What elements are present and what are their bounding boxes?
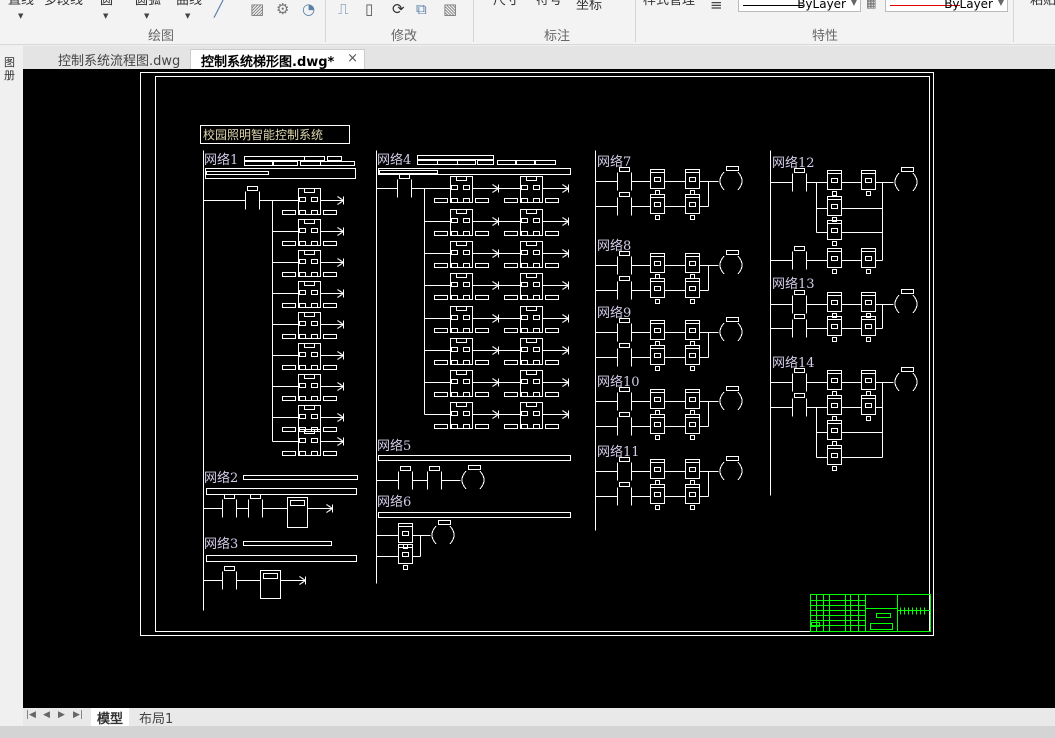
tab-flowchart[interactable]: 控制系统流程图.dwg [48,49,190,69]
copy-icon[interactable]: ⧉ [416,0,427,18]
divider [325,0,326,42]
arc-button[interactable]: 圆弧 [135,0,162,8]
tab-ladder[interactable]: 控制系统梯形图.dwg* × [190,49,365,70]
status-bar [0,726,1055,738]
linetype-value: ByLayer [797,0,846,11]
group-properties: 特性 [812,29,839,44]
drawing-canvas[interactable] [23,69,1055,708]
chevron-down-icon[interactable]: ▼ [144,12,150,20]
style-manager-button[interactable]: 样式管理 [643,0,696,8]
divider [473,0,474,42]
polyline-button[interactable]: 多段线 [44,0,84,8]
curve-button[interactable]: 曲线 [176,0,203,8]
ribbon: 直线 多段线 圆 圆弧 曲线 ▼ ▼ ▼ ▼ ╱ ▨ ⚙ ◔ ⎍ ▯ ⟳ ⧉ ▧… [0,0,1055,45]
tab-label: 控制系统流程图.dwg [58,54,181,69]
document-tab-bar: 控制系统流程图.dwg 控制系统梯形图.dwg* × [0,46,1055,70]
dimension-button[interactable]: 尺寸 [493,0,520,8]
stretch-icon[interactable]: ▯ [365,0,374,18]
color-value: ByLayer [944,0,993,11]
chevron-down-icon[interactable]: ▼ [18,12,24,20]
chevron-down-icon: ▼ [850,0,857,7]
chevron-down-icon[interactable]: ▼ [185,12,191,20]
hatch-icon[interactable]: ▨ [250,0,265,18]
region-icon[interactable]: ◔ [302,0,316,18]
color-icon[interactable]: ▦ [866,0,877,10]
color-select[interactable]: ByLayer ▼ [885,0,1008,12]
offset-icon[interactable]: ⎍ [338,0,349,18]
coordinate-button[interactable]: 坐标 [576,0,603,13]
drawing-book-button[interactable]: 图册 [4,56,15,82]
group-modify: 修改 [391,29,418,44]
group-annotate: 标注 [544,29,571,44]
close-icon[interactable]: × [347,51,358,66]
rotate-icon[interactable]: ⟳ [392,0,405,18]
last-icon[interactable]: ▶| [73,710,83,720]
layout-tab-bar: |◀ ◀ ▶ ▶| 模型 布局1 [23,708,1055,727]
paste-button[interactable]: 粘贴 [1030,0,1055,8]
line-tool-icon[interactable]: ╱ [214,0,224,18]
tab-label: 控制系统梯形图.dwg* [201,55,335,70]
first-icon[interactable]: |◀ [26,710,36,720]
symbol-button[interactable]: 符号 [536,0,563,8]
circle-button[interactable]: 圆 [100,0,114,8]
gear-icon[interactable]: ⚙ [276,0,290,18]
linetype-select[interactable]: ByLayer ▼ [738,0,861,12]
tab-model[interactable]: 模型 [91,708,130,727]
group-draw: 绘图 [148,29,175,44]
tab-layout1[interactable]: 布局1 [139,712,174,727]
next-icon[interactable]: ▶ [58,710,65,720]
lineweight-icon[interactable]: ≡ [710,0,723,14]
chevron-down-icon[interactable]: ▼ [103,12,109,20]
left-toolbar: 图册 [0,46,23,738]
divider [1013,0,1014,42]
line-button[interactable]: 直线 [8,0,35,8]
divider [635,0,636,42]
edit-icon[interactable]: ▧ [443,0,458,18]
prev-icon[interactable]: ◀ [43,710,50,720]
chevron-down-icon: ▼ [997,0,1004,7]
